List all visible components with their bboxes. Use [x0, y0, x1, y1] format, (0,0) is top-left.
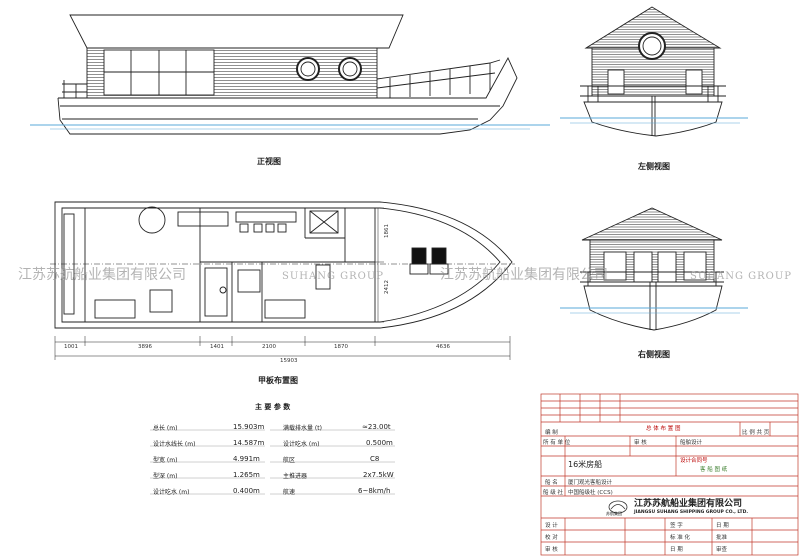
title-block-field: 审查 — [716, 547, 728, 553]
dim-segment: 2100 — [262, 344, 276, 350]
param-label: 设计吃水 (m) — [153, 489, 190, 496]
dim-segment: 4636 — [436, 344, 450, 350]
dim-width-total: 2412 — [384, 280, 390, 294]
watermark-text: SUHANG GROUP — [690, 271, 793, 282]
title-block-field: 设 计 — [545, 523, 558, 529]
title-block-field: 所 有 单 位 — [543, 440, 571, 446]
param-value: ≈23.00t — [362, 423, 391, 431]
params-title: 主 要 参 数 — [255, 403, 291, 411]
title-block-field: 审 核 — [634, 440, 647, 446]
title-block-field: 日 期 — [670, 547, 683, 553]
title-block-field: 船 名 — [545, 480, 558, 486]
dim-segment: 3896 — [138, 344, 152, 350]
param-value: 1.265m — [233, 471, 260, 479]
param-label: 型宽 (m) — [153, 457, 178, 464]
front-view-caption: 正视图 — [257, 157, 281, 166]
company-name-en: JIANGSU SUHANG SHIPPING GROUP CO., LTD. — [634, 510, 749, 515]
title-block-field: 批准 — [716, 535, 728, 541]
title-block-field: 厦门观光客船设计 — [568, 480, 613, 486]
title-block-field: 日 期 — [716, 523, 729, 529]
param-value: 15.903m — [233, 423, 265, 431]
title-block-field: 标 准 化 — [670, 535, 690, 541]
dim-segment: 1001 — [64, 344, 78, 350]
param-label: 总长 (m) — [153, 425, 178, 432]
title-block-field: 船 级 社 — [543, 490, 563, 496]
watermark-text: 江苏苏航船业集团有限公司 — [440, 267, 608, 283]
front-view — [30, 14, 550, 135]
company-name-cn: 江苏苏航船业集团有限公司 — [634, 499, 743, 509]
dim-segment: 1870 — [334, 344, 348, 350]
left-view — [560, 6, 748, 137]
param-label: 航区 — [283, 457, 296, 464]
left-view-caption: 左侧视图 — [638, 162, 670, 171]
title-block-field: 中国船级社 (CCS) — [568, 490, 613, 496]
title-block-field: 签 字 — [670, 523, 683, 529]
title-block-field: 编 制 — [545, 430, 558, 436]
porthole-icon — [296, 57, 320, 81]
param-label: 设计水线长 (m) — [153, 441, 196, 448]
param-label: 航速 — [283, 489, 296, 496]
dim-width-upper: 1861 — [384, 224, 390, 238]
param-value: C8 — [370, 455, 380, 463]
porthole-icon — [338, 57, 362, 81]
deck-plan-caption: 甲板布置图 — [258, 376, 298, 385]
title-block-field: 审 核 — [545, 547, 558, 553]
watermark-text: SUHANG GROUP — [282, 271, 385, 282]
param-value: 6~8km/h — [358, 487, 391, 495]
dim-segment: 1401 — [210, 344, 224, 350]
company-logo-icon — [608, 500, 628, 514]
title-block-field: 设计合同号 — [680, 458, 708, 464]
right-view-caption: 右侧视图 — [638, 350, 670, 359]
params-table-lines — [150, 429, 395, 495]
project-name: 16米房船 — [568, 460, 603, 469]
logo-text: 苏航集团 — [606, 511, 622, 516]
param-value: 0.400m — [233, 487, 260, 495]
deck-plan — [50, 201, 515, 360]
param-label: 设计吃水 (m) — [283, 441, 320, 448]
param-value: 2x7.5kW — [363, 471, 394, 479]
title-block-scale: 比 例 共 页 — [742, 430, 770, 436]
param-label: 主推进器 — [283, 473, 308, 480]
param-label: 型深 (m) — [153, 473, 178, 480]
title-block-field: 船舶设计 — [680, 440, 703, 446]
param-value: 14.587m — [233, 439, 265, 447]
title-block-field: 校 对 — [545, 535, 558, 541]
param-value: 0.500m — [366, 439, 393, 447]
dim-total: 15903 — [280, 358, 298, 364]
title-block-field: 客 船 图 纸 — [700, 467, 728, 473]
title-block-frame — [540, 393, 799, 556]
param-value: 4.991m — [233, 455, 260, 463]
right-view — [560, 207, 748, 331]
title-block-drawing: 总 体 布 置 图 — [646, 426, 681, 432]
watermark-text: 江苏苏航船业集团有限公司 — [18, 267, 186, 283]
param-label: 满载排水量 (t) — [283, 425, 322, 432]
